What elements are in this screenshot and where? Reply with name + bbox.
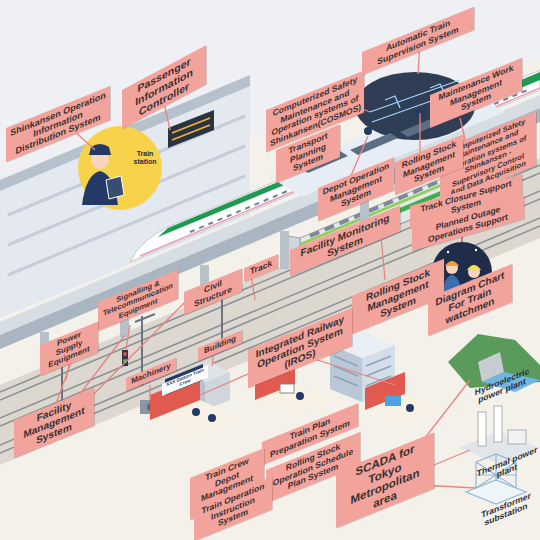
passenger-controller-circle-part <box>172 118 210 133</box>
signal-part <box>122 350 128 366</box>
office-rooms <box>150 362 440 438</box>
office-rooms-part <box>280 384 294 393</box>
control-room-part <box>364 127 372 135</box>
passenger-controller-circle <box>78 110 214 210</box>
control-room-part <box>416 109 424 117</box>
watchmen-circle-part <box>446 262 458 274</box>
watchmen-circle-part <box>447 251 449 253</box>
office-rooms-part <box>385 396 401 406</box>
iros-building-part <box>330 345 362 402</box>
thermal-plant-part <box>508 430 526 444</box>
signal-part <box>123 359 127 363</box>
ground-tracks-part <box>0 226 540 453</box>
office-rooms-part <box>365 372 405 410</box>
watchmen-circle-part <box>467 265 481 270</box>
signal <box>122 350 128 366</box>
passenger-controller-circle-part <box>106 176 124 199</box>
office-rooms-part <box>406 404 414 412</box>
office-rooms-part <box>296 392 304 400</box>
thermal-plant-part <box>478 412 486 446</box>
watchmen-circle-part <box>468 266 480 278</box>
place-label: Train station <box>128 150 162 165</box>
leader-line-part <box>126 325 130 350</box>
passenger-controller-circle-part <box>172 125 210 140</box>
passenger-controller-circle-part <box>168 110 214 148</box>
watchmen-circle-part <box>475 249 477 251</box>
catenary-poles-part <box>135 314 155 322</box>
signal-part <box>123 352 127 356</box>
leader-line-part <box>305 356 395 385</box>
passenger-controller-circle-part <box>78 126 162 210</box>
office-rooms-part <box>192 408 200 416</box>
leader-line <box>50 40 476 488</box>
leader-line-part <box>419 113 420 155</box>
leader-line-part <box>149 385 150 400</box>
thermal-plant-part <box>494 406 502 442</box>
office-rooms-part <box>208 414 216 422</box>
passenger-controller-circle-part <box>89 144 111 155</box>
viaduct-part <box>280 231 289 269</box>
ground-tracks-part <box>0 173 540 400</box>
watchmen-circle-part <box>445 261 459 266</box>
control-room-part <box>350 133 398 155</box>
